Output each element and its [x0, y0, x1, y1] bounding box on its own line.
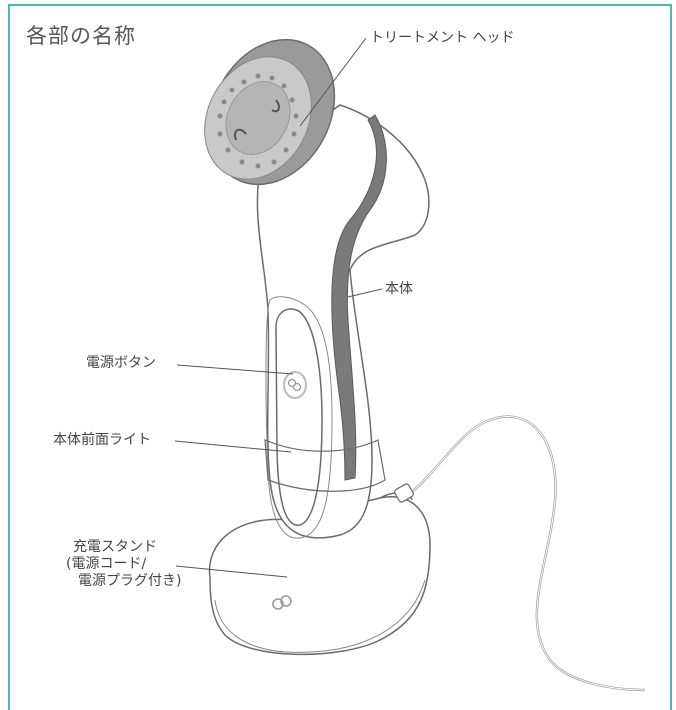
label-charging-stand-line2: (電源コード/ [66, 556, 146, 573]
label-main-body: 本体 [385, 281, 413, 298]
label-power-button: 電源ボタン [86, 355, 156, 372]
label-treatment-head: トリートメント ヘッド [370, 30, 514, 47]
label-charging-stand-line3: 電源プラグ付き) [78, 573, 181, 590]
label-charging-stand-line1: 充電スタンド [73, 539, 157, 556]
power-button [284, 372, 306, 398]
power-cord [405, 417, 645, 690]
label-front-light: 本体前面ライト [53, 432, 151, 449]
